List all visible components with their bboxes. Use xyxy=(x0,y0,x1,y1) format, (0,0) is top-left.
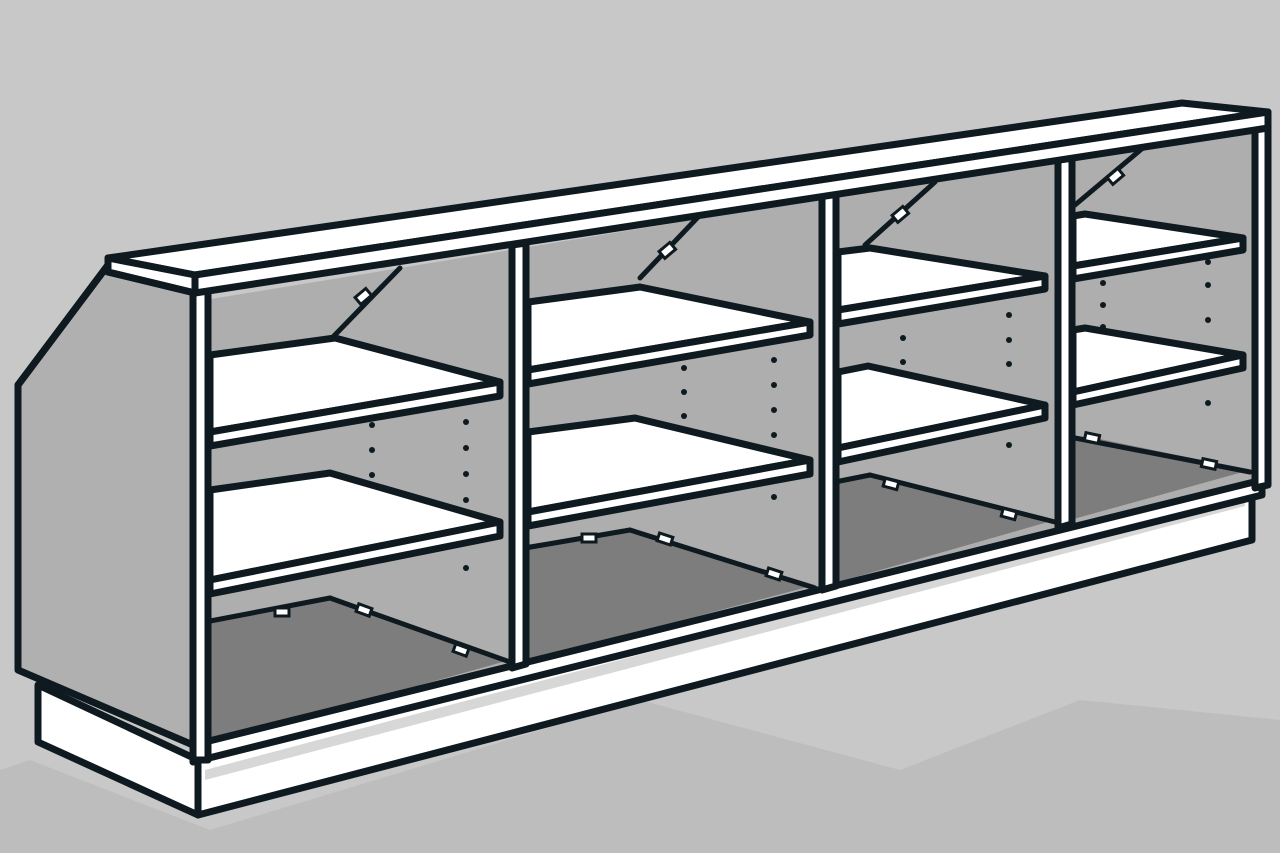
brace-clip xyxy=(352,286,374,307)
divider-2 xyxy=(818,190,840,594)
floor-edge xyxy=(202,595,333,625)
plinth-side xyxy=(34,681,202,819)
divider-1 xyxy=(508,239,530,672)
floor-compartment-2 xyxy=(525,530,815,662)
floor-edge xyxy=(1072,435,1253,475)
divider-3 xyxy=(1054,154,1076,532)
floor-clip xyxy=(764,566,784,582)
back-brace-1 xyxy=(327,265,403,343)
left-front-post xyxy=(189,281,212,764)
floor-clip xyxy=(354,601,374,619)
floor-clip xyxy=(580,532,598,544)
floor-clip xyxy=(881,476,901,492)
left-side-panel xyxy=(14,261,197,749)
floor-edge xyxy=(867,472,1058,525)
floor-clip xyxy=(273,606,291,618)
floor-shadow xyxy=(0,700,1280,853)
floor-edge xyxy=(832,472,873,485)
left-side-edge xyxy=(14,261,199,389)
floor-compartment-4 xyxy=(1070,436,1250,520)
floor-clip xyxy=(1082,430,1102,446)
floor-clip xyxy=(1199,456,1219,472)
brace-clip xyxy=(889,204,911,225)
shelf-pin-holes xyxy=(369,259,1211,571)
floor-compartment-3 xyxy=(835,475,1055,583)
floor-clip xyxy=(451,641,471,659)
brace-clip xyxy=(1104,166,1126,187)
right-front-post xyxy=(1251,116,1272,492)
brace-clip xyxy=(656,240,678,261)
floor-edge xyxy=(522,527,633,551)
floor-clip xyxy=(999,506,1019,522)
floor-clip xyxy=(655,531,675,547)
